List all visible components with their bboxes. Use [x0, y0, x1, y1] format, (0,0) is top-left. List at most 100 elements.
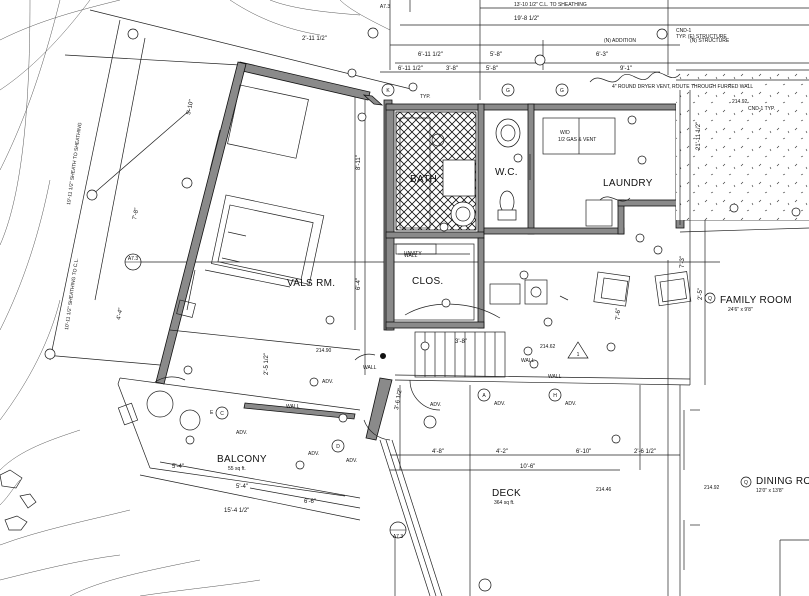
tag-label: WALL — [521, 358, 535, 364]
dim-label: 5'-4" — [236, 484, 248, 490]
tag-label: E — [210, 410, 214, 416]
dim-label: 3'-8" — [446, 66, 458, 72]
tag-label: ADV. — [308, 451, 319, 457]
grid-letter: G — [560, 88, 564, 94]
tag-label: ADV. — [322, 379, 333, 385]
note-dryer-vent: 4" ROUND DRYER VENT, ROUTE THROUGH FURRE… — [612, 84, 753, 90]
dim-label: 6'-4" — [356, 278, 362, 290]
grid-letter: K — [386, 88, 390, 94]
tag-label: ADV. — [494, 401, 505, 407]
dim-label: 6'-10" — [576, 449, 591, 455]
dim-label: 6'-11 1/2" — [418, 52, 443, 58]
dim-label: 15'-4 1/2" — [224, 508, 249, 514]
elevation-label: 214.62 — [540, 344, 556, 350]
room-label-laundry: LAUNDRY — [603, 178, 653, 189]
room-label-vals-rm: VALS RM. — [287, 278, 335, 289]
dim-label: 7'-3" — [680, 256, 686, 268]
grid-letter: H — [553, 393, 557, 399]
stair — [404, 303, 506, 378]
note-to-sheathing: 13'-10 1/2" C.L. TO SHEATHING — [514, 2, 587, 8]
elevation-labels: 214.92 214.62 214.90 214.46 214.92 — [316, 99, 748, 493]
section-mark-label: A7.3 — [393, 534, 404, 540]
dim-label: 7'-8" — [132, 207, 140, 220]
dim-label: 2'-11 1/2" — [302, 36, 327, 42]
room-area-family-room: 24'6" x 9'8" — [728, 307, 753, 313]
grid-bubbles: C D A H G G K Q Q — [44, 28, 801, 592]
tag-label: WALL — [548, 374, 562, 380]
tag-label: WALL — [286, 404, 300, 410]
dim-label: 5'-4" — [172, 464, 184, 470]
room-area-deck: 364 sq ft. — [494, 500, 515, 506]
dim-label: 6'-3" — [596, 52, 608, 58]
dim-label: 5'-8" — [490, 52, 502, 58]
vals-room-furniture — [169, 84, 361, 351]
bath-fixtures — [431, 117, 616, 227]
note-structure: (N) STRUCTURE — [690, 38, 730, 44]
dim-label: 4'-2" — [496, 449, 508, 455]
dim-label: 10'-6" — [520, 464, 535, 470]
dim-label: 6'-11 1/2" — [398, 66, 423, 72]
elevation-label: 214.92 — [732, 99, 748, 105]
tag-label: WALL — [363, 365, 377, 371]
room-label-balcony: BALCONY — [217, 454, 267, 465]
elevation-label: 214.90 — [316, 348, 332, 354]
note-cnd1: CND-1 — [676, 28, 691, 34]
tag-label: ADV. — [236, 430, 247, 436]
grid-letter: C — [220, 411, 224, 417]
dim-label: 4'-4" — [116, 307, 124, 320]
wet-core-walls — [385, 103, 687, 331]
contour-lines — [0, 0, 391, 596]
note-cnd1-typ: TYP. (E) STRUCTURE — [676, 34, 727, 40]
room-label-clos: CLOS. — [412, 276, 444, 287]
tag-label: ADV. — [565, 401, 576, 407]
dim-label: 2'-6 1/2" — [634, 449, 656, 455]
note-vanity: VANITY — [404, 251, 422, 257]
dim-label: 2'-5" — [698, 288, 704, 300]
note-gas-vent: 1/2 GAS & VENT — [558, 137, 596, 143]
dim-label: 5'-10" — [186, 99, 195, 115]
section-marks: A7.3 A7.3 A7.3 — [124, 4, 407, 540]
dimension-lines — [44, 0, 809, 596]
note-addition: (N) ADDITION — [604, 38, 636, 44]
section-mark-label: A7.3 — [380, 4, 391, 10]
note-cnd1-right: CND-1 TYP. — [748, 106, 775, 112]
tag-label: TYP. — [420, 94, 430, 100]
closet-walls — [393, 243, 475, 321]
room-label-family-room: FAMILY ROOM — [720, 295, 792, 306]
dim-label: 7'-6" — [616, 308, 622, 320]
room-label-wc: W.C. — [495, 167, 518, 178]
dim-label: 6'-6" — [304, 499, 316, 505]
elevation-label: 214.92 — [704, 485, 720, 491]
section-mark-label: A7.3 — [128, 256, 139, 262]
dim-label: 5'-8" — [486, 66, 498, 72]
room-labels: VALS RM. BATH W.C. LAUNDRY CLOS. FAMILY … — [217, 167, 809, 506]
dim-label: 3'-6 1/2" — [394, 388, 404, 411]
tag-labels: ADV. ADV. ADV. ADV. ADV. ADV. ADV. WALL … — [210, 94, 576, 464]
dim-label: 8'-11" — [356, 155, 362, 170]
dim-label: 19'-8 1/2" — [514, 16, 539, 22]
dim-label: 4'-8" — [432, 449, 444, 455]
vals-room-walls — [117, 61, 393, 497]
note-to-cl-left: 19'-11 1/2" SHEATH TO SHEATHING — [66, 122, 84, 205]
grid-letter: A — [482, 393, 486, 399]
grid-letter: Q — [708, 296, 712, 302]
room-label-dining: DINING RO — [756, 476, 809, 487]
dim-label: 2'-5 1/2" — [264, 353, 270, 375]
dim-label: 21'-11 1/2" — [696, 122, 702, 150]
note-cl-left2: 10'-11 1/2" SHEATHING TO C.L. — [64, 258, 80, 331]
room-label-deck: DECK — [492, 488, 521, 499]
room-area-dining: 12'0" x 13'8" — [756, 488, 784, 494]
room-label-bath: BATH — [410, 174, 437, 185]
tag-label: ADV. — [346, 458, 357, 464]
deck-rail — [379, 439, 443, 596]
grid-letter: D — [336, 444, 340, 450]
tag-label: ADV. — [430, 402, 441, 408]
note-wd: W/D — [560, 130, 570, 136]
family-room-furniture — [394, 271, 692, 386]
tag-label: WALL — [404, 253, 418, 259]
existing-structure — [399, 69, 809, 596]
door-swings — [117, 353, 441, 441]
elevation-label: 214.46 — [596, 487, 612, 493]
